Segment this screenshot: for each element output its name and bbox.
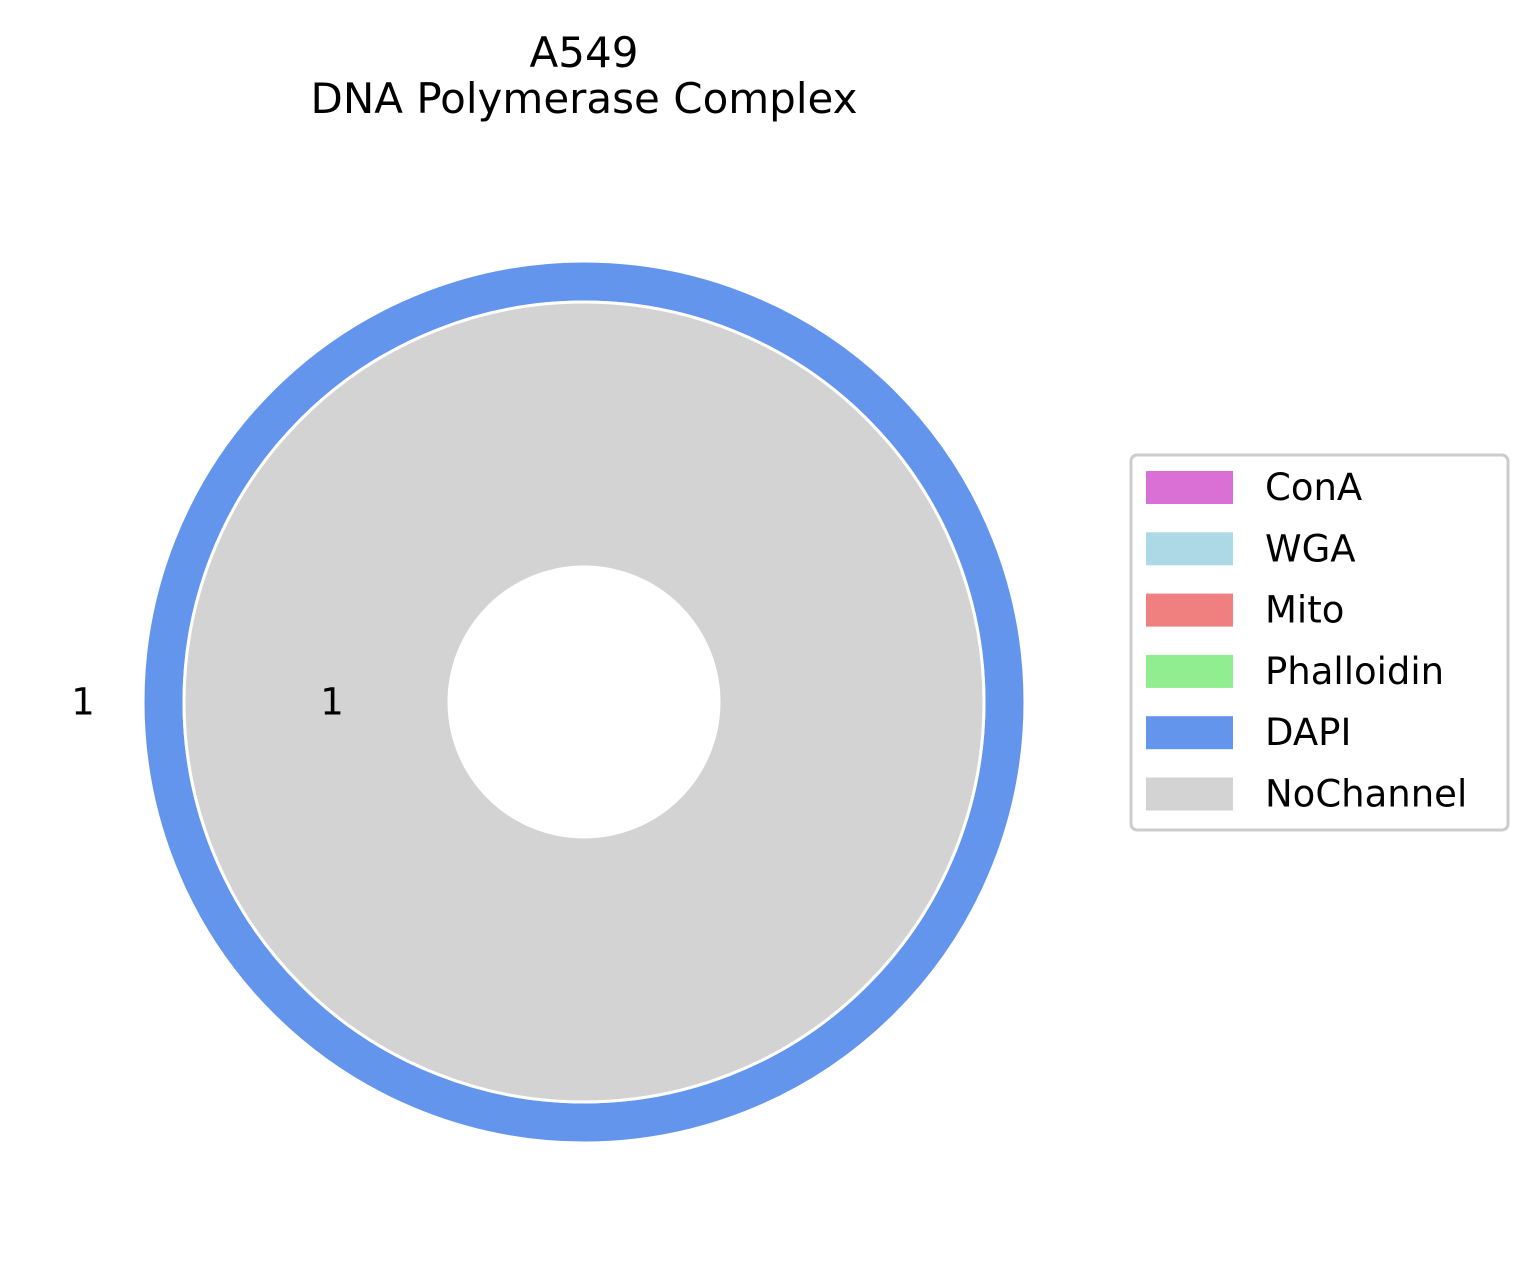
- chart-title-line-1: A549: [530, 28, 639, 77]
- legend-label-mito: Mito: [1265, 589, 1344, 632]
- legend-swatch-phalloidin: [1146, 654, 1233, 688]
- legend-label-wga: WGA: [1265, 527, 1356, 570]
- legend-swatch-nochannel: [1146, 777, 1233, 811]
- wedge-label-outer-dapi: 1: [71, 681, 95, 724]
- ring-inner-slice-nochannel: [182, 300, 986, 1104]
- legend-swatch-wga: [1146, 532, 1233, 566]
- legend-swatch-cona: [1146, 471, 1233, 504]
- legend-label-nochannel: NoChannel: [1265, 773, 1467, 816]
- chart-title-line-2: DNA Polymerase Complex: [311, 74, 858, 123]
- legend-label-dapi: DAPI: [1265, 711, 1351, 754]
- legend-label-cona: ConA: [1265, 466, 1362, 509]
- donut-rings: [141, 259, 1027, 1145]
- legend-swatch-dapi: [1146, 716, 1233, 750]
- wedge-label-inner-nochannel: 1: [320, 681, 344, 724]
- legend-label-phalloidin: Phalloidin: [1265, 650, 1444, 693]
- legend-swatch-mito: [1146, 593, 1233, 627]
